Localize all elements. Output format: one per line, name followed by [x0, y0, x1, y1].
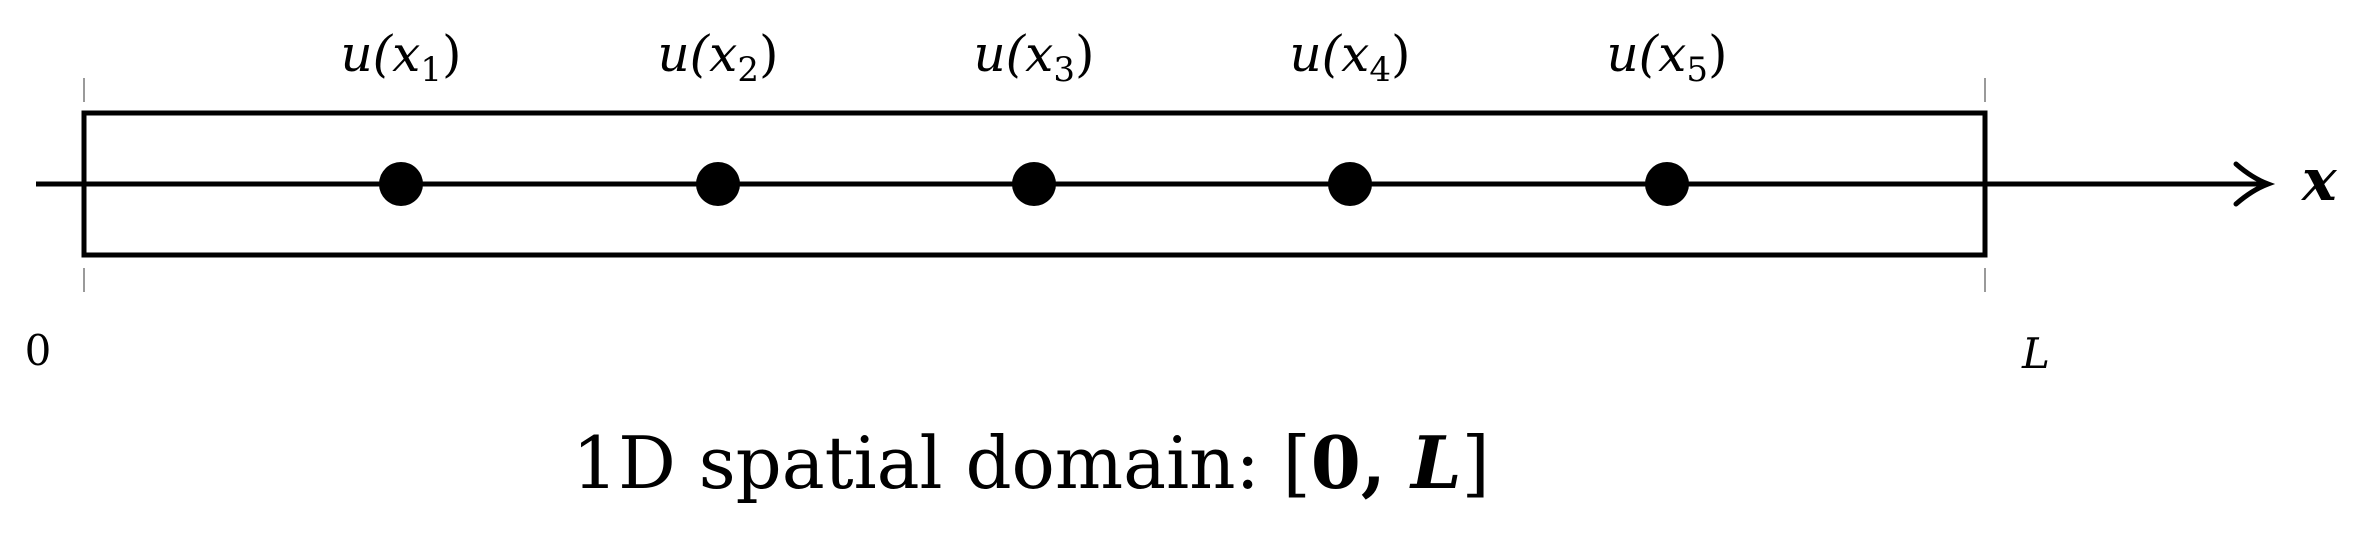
sample-points [379, 162, 1689, 206]
x-axis-label: x [2300, 146, 2338, 214]
subscript: 3 [1053, 50, 1075, 90]
subscript: 4 [1369, 50, 1391, 90]
x-axis-arrowhead [2233, 161, 2276, 207]
subscript: 1 [420, 50, 442, 90]
close-paren: ) [759, 25, 779, 83]
subscript: 5 [1686, 50, 1708, 90]
sample-point [1012, 162, 1056, 206]
sample-label: u(x1) [340, 25, 461, 90]
subscript: 2 [737, 50, 759, 90]
caption-length: L [1409, 420, 1462, 505]
caption-comma: , [1361, 420, 1411, 505]
close-paren: ) [442, 25, 462, 83]
sample-point [696, 162, 740, 206]
close-paren: ) [1075, 25, 1095, 83]
close-paren: ) [1391, 25, 1411, 83]
caption-zero: 0 [1311, 420, 1361, 505]
sample-point [1328, 162, 1372, 206]
sample-label: u(x5) [1606, 25, 1727, 90]
sample-labels: u(x1) u(x2) u(x3) u(x4) u(x5) [340, 25, 1727, 90]
domain-start-label: 0 [25, 326, 52, 375]
sample-label: u(x3) [973, 25, 1094, 90]
close-paren: ) [1708, 25, 1728, 83]
sample-label: u(x4) [1289, 25, 1410, 90]
domain-end-label: L [2021, 329, 2050, 378]
diagram-caption: 1D spatial domain: [0, L] [572, 420, 1489, 505]
sample-point [1645, 162, 1689, 206]
caption-close-bracket: ] [1462, 421, 1490, 505]
sample-label: u(x2) [657, 25, 778, 90]
caption-open-bracket: [ [1283, 421, 1311, 505]
sample-point [379, 162, 423, 206]
caption-prefix: 1D spatial domain: [572, 421, 1282, 505]
